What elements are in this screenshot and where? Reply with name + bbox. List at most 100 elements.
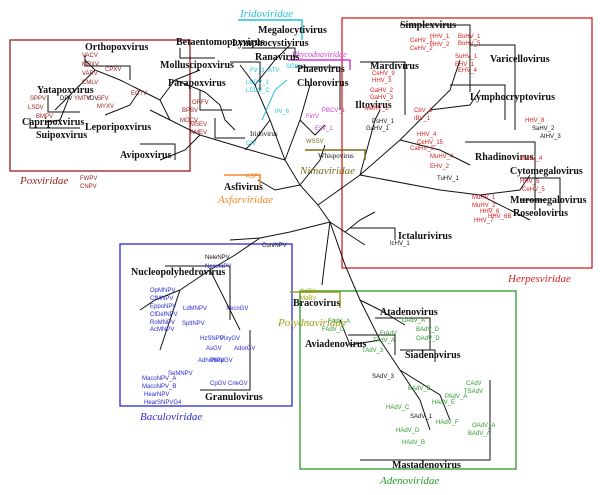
taxon-mpxv: MPXV xyxy=(82,62,99,68)
taxon-esv-1: EsV_1 xyxy=(315,126,333,132)
taxon-mocv: MOCV xyxy=(180,118,198,124)
taxon-cehv-2: CeHV_2 xyxy=(410,46,433,52)
genus-molluscipoxvirus: Molluscipoxvirus xyxy=(160,60,234,71)
family-label-polydnaviridae: Polydnaviridae xyxy=(277,317,346,329)
branch-to-polydna xyxy=(321,221,331,286)
taxon-hhv-3: HHV_3 xyxy=(372,78,392,84)
genus-ictalurivirus: Ictalurivirus xyxy=(398,231,452,242)
taxon-cnpv: CNPV xyxy=(80,184,97,190)
taxon-athv-3: AtHV_3 xyxy=(540,134,561,140)
taxon-pbcv-1: PBCV_1 xyxy=(322,108,346,114)
family-label-iridoviridae: Iridoviridae xyxy=(239,8,293,20)
taxon-cpxv: CPXV xyxy=(105,67,121,73)
taxon-cfdefnpv: CfDefNPV xyxy=(150,312,178,318)
taxon-amev: AMEV xyxy=(190,130,207,136)
taxon-muhv-2: MuHV_2 xyxy=(472,203,496,209)
taxon-suhv-1: SuHV_1 xyxy=(455,54,478,60)
taxon-lsdv: LSDV xyxy=(28,105,44,111)
taxon-ydv: YDV xyxy=(86,96,98,102)
taxon-asfv: ASFV xyxy=(246,174,262,180)
taxon-maconpv-b: MacoNPV_B xyxy=(142,384,176,390)
taxon-ymtv: YMTV xyxy=(74,96,91,102)
genus-cytomegalovirus: Cytomegalovirus xyxy=(510,166,583,177)
genus-chlorovirus: Chlorovirus xyxy=(297,78,349,89)
genus-varicellovirus: Varicellovirus xyxy=(490,54,550,65)
taxon-semnpv: SeMNPV xyxy=(168,371,193,377)
taxon-bohv-5: BoHV_5 xyxy=(458,41,481,47)
taxon-fradv: FrAdV xyxy=(380,331,397,337)
family-label-adenoviridae: Adenoviridae xyxy=(379,475,439,487)
taxon-crlegv: CrleGV xyxy=(228,381,248,387)
tree-branches xyxy=(44,44,531,431)
taxon-adorgv: AdorGV xyxy=(234,346,255,352)
taxon-bohv-4: BoHV_4 xyxy=(520,156,543,162)
irido-cyan-line xyxy=(261,79,288,121)
taxon-hhv-4: HHV_4 xyxy=(417,132,437,138)
genus-nucleopolyhedrovirus: Nucleopolyhedrovirus xyxy=(131,267,225,278)
taxon-acmnpv: AcMNPV xyxy=(150,327,174,333)
taxon-calhv-3: CalHV_3 xyxy=(410,146,435,152)
taxon-sgiv: SGIV xyxy=(286,64,300,70)
taxon-sppv: SPPV xyxy=(30,96,46,102)
taxon-ichv-1: IcHV_1 xyxy=(390,241,410,247)
taxon-wssv: WSSV xyxy=(306,139,324,145)
taxon-oadv-a: OAdV_A xyxy=(472,423,495,429)
genus-capripoxvirus: Capripoxvirus xyxy=(22,117,84,128)
taxon-varv: VARV xyxy=(82,71,98,77)
taxon-civ: CIV xyxy=(246,141,256,147)
family-label-phycodnaviridae: Phycodnaviridae xyxy=(291,50,347,59)
poxviridae-box xyxy=(9,39,191,172)
genus-betaentomopoxvirus: Betaentomopoxvirus xyxy=(176,37,264,48)
genus-yatapoxvirus: Yatapoxvirus xyxy=(37,85,94,96)
taxon-badv-b: BAdV_B xyxy=(408,386,431,392)
genus-aviadenovirus: Aviadenovirus xyxy=(305,339,367,350)
taxon-hhv-6b: HHV_6B xyxy=(488,214,511,220)
taxon-hhv-6: HHV_6 xyxy=(480,209,500,215)
taxon-myxv: MYXV xyxy=(97,104,114,110)
taxon-spltnpv: SpltNPV xyxy=(182,321,205,327)
taxon-dpv: DPV xyxy=(60,96,72,102)
taxon-hearsnpvg4: HearSNPVG4 xyxy=(144,400,182,406)
taxon-hadv-d: HAdV_D xyxy=(396,428,420,434)
branch-to-adeno xyxy=(329,221,381,341)
genus-orthopoxvirus: Orthopoxvirus xyxy=(85,42,148,53)
taxon-gahv-3: GaHV_3 xyxy=(370,95,394,101)
genus-suipoxvirus: Suipoxvirus xyxy=(36,130,87,141)
taxon-iiv-6: IIV_6 xyxy=(275,109,290,115)
taxon-plxygv: PlxyGV xyxy=(220,336,240,342)
taxon-hhv-8: HHV_8 xyxy=(525,118,545,124)
branch-backbone xyxy=(284,159,366,246)
nimaviridae-bracket xyxy=(305,149,366,160)
taxon-lcdv-c: LCDV_C xyxy=(246,88,270,94)
taxon-cehv-1: CeHV_1 xyxy=(410,38,433,44)
taxon-oadv-d: OAdV_D xyxy=(416,336,440,342)
genus-asfivirus: Asfivirus xyxy=(224,182,263,193)
taxon-tuhv-1: TuHV_1 xyxy=(437,176,459,182)
taxon-asgv: AsGV xyxy=(206,346,222,352)
genus-siadenovirus: Siadenovirus xyxy=(405,350,461,361)
genus-parapoxvirus: Parapoxvirus xyxy=(168,78,226,89)
taxon-phopgv: PhopGV xyxy=(210,358,233,364)
taxon-tadv-a: TAdV_A xyxy=(373,338,395,344)
taxon-tadv-3: TAdV_3 xyxy=(362,348,384,354)
family-label-asfarviridae: Asfarviridae xyxy=(217,194,273,206)
taxon-badv-d: BAdV_D xyxy=(416,327,440,333)
family-label-herpesviridae: Herpesviridae xyxy=(507,273,571,285)
taxon-fv-3: FV_3 xyxy=(250,68,265,74)
taxon-msev: MSEV xyxy=(190,122,207,128)
taxon-nelenpv: NeleNPV xyxy=(205,255,230,261)
taxon-cbv-1: CbV_1 xyxy=(414,108,433,114)
asfarviridae-bracket xyxy=(224,174,261,185)
genus-phaeovirus: Phaeovirus xyxy=(297,64,345,75)
taxon-hearnpv: HearNPV xyxy=(144,392,169,398)
taxon-hzsnpv: HzSNPV xyxy=(200,336,224,342)
taxon-muhv-1: MuHV_1 xyxy=(472,195,496,201)
taxon-fwpv: FWPV xyxy=(80,176,97,182)
taxon-muhv-4: MuHV_4 xyxy=(430,154,454,160)
taxon-lcdv-1: LCDV_1 xyxy=(246,80,269,86)
branch-to-herpes xyxy=(317,109,431,206)
genus-iltovirus: Iltovirus xyxy=(355,100,392,111)
taxon-dadv-a: DAdV_A xyxy=(402,318,425,324)
